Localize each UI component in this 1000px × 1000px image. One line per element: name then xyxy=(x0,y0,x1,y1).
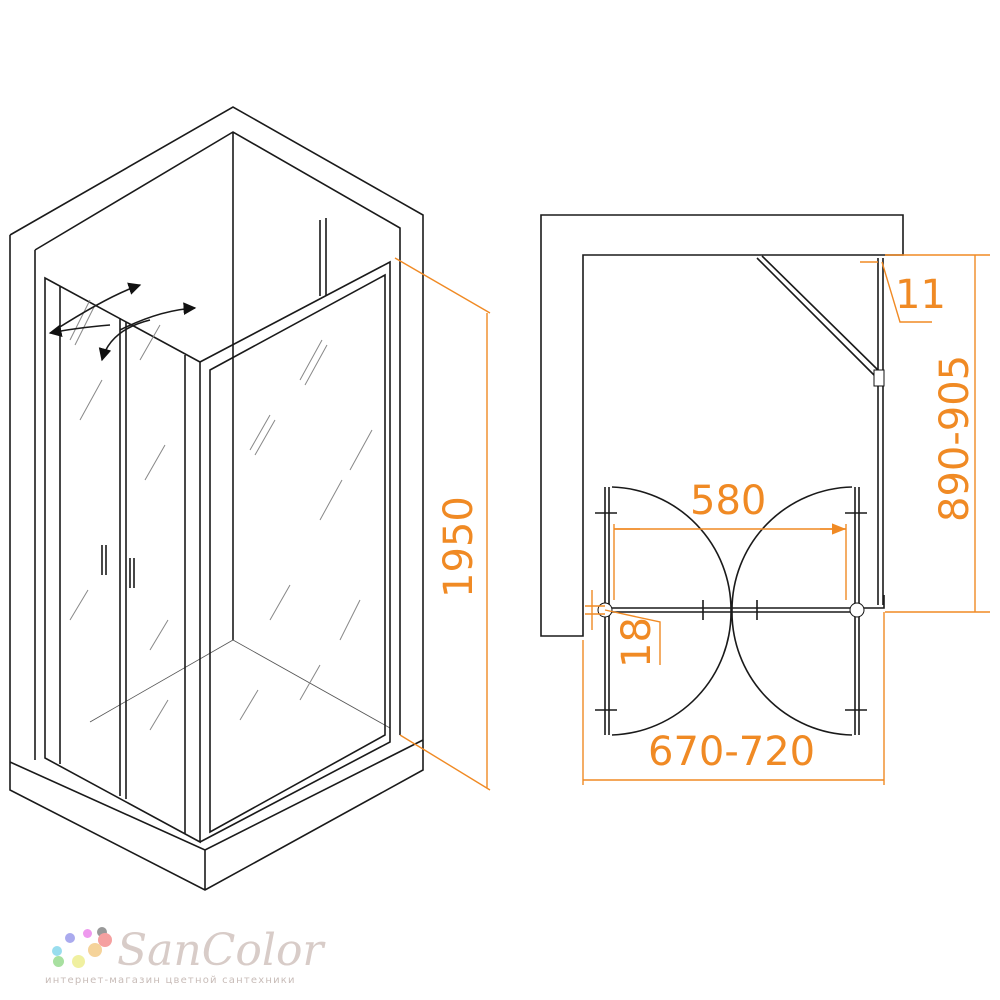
sancolor-logo: SanColor интернет-магазин цветной сантех… xyxy=(45,925,323,995)
isometric-view: 1950 xyxy=(9,106,491,891)
width-dimension xyxy=(582,612,885,785)
width-label: 670-720 xyxy=(648,729,815,775)
stabilizer-bar xyxy=(319,218,327,296)
side-panel xyxy=(199,260,391,843)
stabilizer-plan xyxy=(756,255,881,379)
door-opening-label: 580 xyxy=(690,478,766,524)
side-panel-plan xyxy=(877,258,884,605)
plan-view: 580 670-720 890-905 11 18 xyxy=(540,214,990,785)
profile-dimension xyxy=(585,590,661,665)
profile-label: 18 xyxy=(614,617,660,668)
logo-name: SanColor xyxy=(117,925,324,976)
door-opening-dim xyxy=(613,524,847,600)
offset-dimension xyxy=(860,261,932,323)
shower-tray xyxy=(9,739,424,891)
depth-dimension xyxy=(885,254,990,613)
height-label: 1950 xyxy=(436,496,482,598)
stabilizer-clamp xyxy=(873,369,885,387)
wall-profile xyxy=(864,595,885,609)
depth-label: 890-905 xyxy=(932,355,978,522)
floor-lines xyxy=(89,639,391,729)
opening-arrows xyxy=(54,282,142,331)
opening-arrow-3 xyxy=(98,319,151,362)
opening-arrow-4 xyxy=(48,324,111,338)
wall-inner xyxy=(34,131,401,760)
height-dimension xyxy=(394,257,491,791)
offset-label: 11 xyxy=(895,272,946,318)
door-right xyxy=(731,486,860,736)
plan-walls xyxy=(540,214,904,637)
glass-hatching xyxy=(69,299,373,731)
door-left xyxy=(604,486,732,736)
front-door-panels xyxy=(44,276,201,844)
logo-tagline: интернет-магазин цветной сантехники xyxy=(45,975,296,986)
wall-outer xyxy=(9,106,424,762)
hinge-right xyxy=(849,602,865,618)
opening-arrow-2 xyxy=(119,302,197,331)
door-handles xyxy=(101,545,135,588)
